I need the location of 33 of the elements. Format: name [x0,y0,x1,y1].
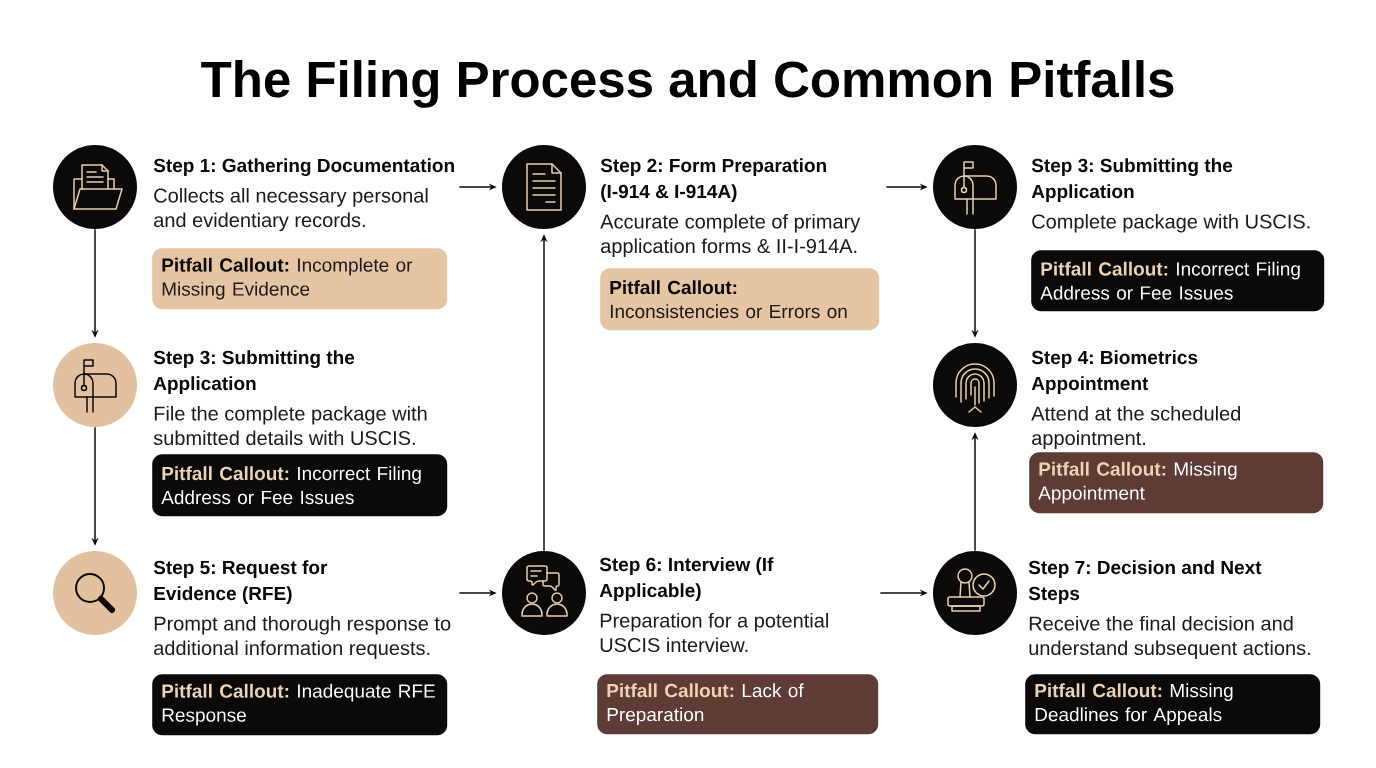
pitfall-callout: Pitfall Callout: Incorrect Filing Address or Fee Issues [152,454,448,517]
step-heading: Step 6: Interview (If Applicable) [599,557,774,601]
pitfall-callout: Pitfall Callout: Inconsistencies or Errors on [600,268,880,331]
pitfall-callout: Pitfall Callout: Missing Deadlines for Appeals [1025,674,1321,735]
step-description: Attend at the scheduled appointment. [1031,405,1241,450]
stamp-icon [933,551,1017,635]
pitfall-callout: Pitfall Callout: Inadequate RFE Response [152,674,448,736]
step-description: Preparation for a potential USCIS interview. [600,612,828,653]
step-heading: Step 5: Request for Evidence (RFE) [153,560,328,604]
search-icon [53,551,137,635]
step-description: Receive the final decision and understand subsequent actions. [1029,615,1310,660]
step-heading: Step 1: Gathering Documentation [153,158,454,176]
step-description: File the complete package with submitted details with USCIS. [153,405,427,446]
step-heading: Step 7: Decision and Next Steps [1028,560,1262,604]
step-description: Complete package with USCIS. [1032,213,1310,233]
step-description: Collects all necessary personal and evidentiary records. [154,188,428,232]
step-heading: Step 3: Submitting the Application [1031,158,1233,202]
mailbox-icon [933,145,1017,229]
title: The Filing Process and Common Pitfalls [201,60,1174,108]
pitfall-callout: Pitfall Callout: Missing Appointment [1029,452,1324,514]
step-description: Accurate complete of primary application forms & II-I-914A. [600,213,861,258]
step-heading: Step 4: Biometrics Appointment [1031,350,1198,394]
folder-icon [53,145,137,229]
pitfall-callout: Pitfall Callout: Incomplete or Missing Evidence [152,248,448,310]
step-description: Prompt and thorough response to additional information requests. [154,615,451,660]
step-heading: Step 2: Form Preparation (I-914 & I-914A) [600,158,826,202]
fingerprint-icon [933,343,1017,427]
mailbox-icon [53,343,137,427]
document-icon [502,145,586,229]
pitfall-callout: Pitfall Callout: Lack of Preparation [597,674,879,735]
pitfall-callout: Pitfall Callout: Incorrect Filing Address or Fee Issues [1031,250,1325,312]
step-heading: Step 3: Submitting the Application [153,350,355,394]
people-chat-icon [502,551,586,635]
